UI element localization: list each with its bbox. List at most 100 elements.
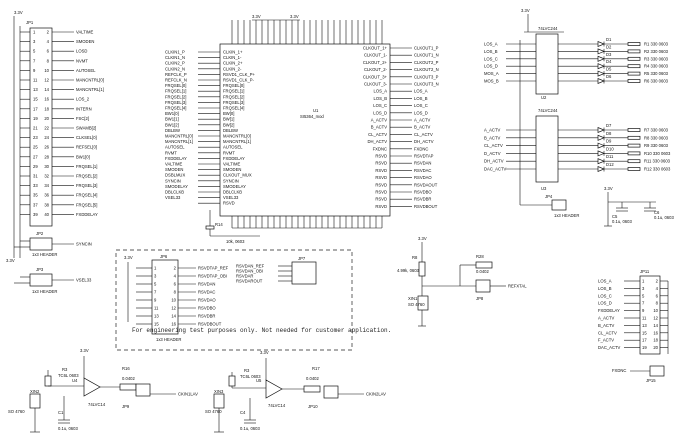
oscillator-3: 3.3V R3 TC6L 0603 XIN3 SO 4760 U5 74LVC1… <box>205 350 386 433</box>
u1-left-pin: FXDDELAY <box>223 156 245 161</box>
jp1-pin-odd: 19 <box>33 116 38 121</box>
svg-text:74LVC14: 74LVC14 <box>268 403 286 408</box>
u1-right-net: LOS_D <box>414 110 428 115</box>
ckin2lav-label: CKIN2LAV <box>366 392 386 397</box>
jp1-pin-odd: 37 <box>33 202 38 207</box>
jp1-signal: BW1[0] <box>76 154 90 159</box>
u1-right-net: RSVDBO <box>414 190 432 195</box>
u1-right-net: LOS_C <box>414 103 428 108</box>
jp11-pin-even: 20 <box>653 345 658 350</box>
resistor-icon <box>627 79 641 83</box>
jp1-pin-even: 20 <box>44 116 49 121</box>
jp1-pin-odd: 39 <box>33 212 38 217</box>
svg-text:0.1u, 0603: 0.1u, 0603 <box>58 426 78 431</box>
jp1-signal: LOSD <box>76 49 87 54</box>
jp1-ref: JP1 <box>26 20 34 25</box>
u1-left-pin: FRQSEL[0] <box>223 83 244 88</box>
u1-left-net: FRQSEL[3] <box>165 100 186 105</box>
led-ref: D12 <box>606 162 614 167</box>
u1-right-net: CL_ACTV <box>414 132 433 137</box>
u1-clock-input: CLKIN2_P <box>165 61 185 66</box>
led-icon <box>597 126 605 134</box>
led-ref: D9 <box>606 139 612 144</box>
resistor-icon <box>627 56 641 61</box>
u1-right-pin: CLKOUT_3+ <box>363 74 388 79</box>
led-ref: D2 <box>606 44 612 49</box>
u1-right-net: CLKOUT2_N <box>414 67 439 72</box>
jp11-pin-even: 18 <box>653 338 658 343</box>
u1-left-net: DBLBW <box>165 128 180 133</box>
u1-right-pin: B_ACTV <box>371 125 387 130</box>
jp1-signal: AUTOSEL <box>76 68 96 73</box>
jp1-pin-odd: 23 <box>33 135 38 140</box>
u1-left-pin: SMODELAY <box>223 184 246 189</box>
u1-left-pin: DBLCLKB <box>223 190 242 195</box>
jp1-signal: MANCNTRL[1] <box>76 87 104 92</box>
u1-left-net: FRQSEL[0] <box>165 83 186 88</box>
u1-clock-input: REFCLK_P <box>165 72 187 77</box>
resistor-label: R3 330 0603 <box>644 56 669 61</box>
svg-text:JP15: JP15 <box>646 378 656 383</box>
resistor-icon <box>627 167 641 171</box>
u1-right-pin: LOS_D <box>373 110 387 115</box>
u1-left-net: BW1[2] <box>165 122 179 127</box>
jp1-pin-odd: 17 <box>33 106 38 111</box>
u1-right-net: RSVDAN <box>414 161 431 166</box>
svg-text:R3: R3 <box>62 367 68 372</box>
resistor-label: R8 330 0603 <box>644 135 669 140</box>
svg-text:SO 4760: SO 4760 <box>8 409 25 414</box>
jp1-signal: FXDDELAY <box>76 212 98 217</box>
svg-text:0.0402: 0.0402 <box>476 269 489 274</box>
resistor-label: R12 330 0603 <box>644 167 671 172</box>
jp1-pin-odd: 11 <box>33 78 38 83</box>
jp1-pin-odd: 15 <box>33 97 38 102</box>
svg-text:JP3: JP3 <box>36 267 44 272</box>
u1-right-pin: LOS_B <box>373 96 387 101</box>
svg-text:JP11: JP11 <box>640 269 650 274</box>
jp1-pin-even: 32 <box>44 174 49 179</box>
u1-left-pin: RSVD1_CLK_P- <box>223 78 255 83</box>
u1-right-net: CLKOUT3_P <box>414 74 439 79</box>
svg-text:1x3 HEADER: 1x3 HEADER <box>32 289 57 294</box>
u1-body <box>219 43 391 217</box>
u1-part: SI5364_mod <box>300 114 324 119</box>
jp11-net: CL_ACTV <box>598 330 617 335</box>
resistor-icon <box>627 135 641 140</box>
svg-text:3.3V: 3.3V <box>418 236 427 241</box>
resistor-label: R5 330 0603 <box>644 71 669 76</box>
jp6-pin-even: 14 <box>171 314 176 319</box>
u1-right-pin: RSVD <box>375 182 387 187</box>
jp6-net: RSVDBO <box>198 306 216 311</box>
jp1-signal: CLKSEL[0] <box>76 135 97 140</box>
u1-left-net: SMODELAY <box>165 184 188 189</box>
oscillator-2: 3.3V R3 TC6L 0603 XIN2 SO 4760 U4 74LVC1… <box>8 348 198 433</box>
svg-text:TC6L 0603: TC6L 0603 <box>58 373 79 378</box>
jp6-pin-odd: 5 <box>154 282 157 287</box>
u1-right-pin: RSVD <box>375 204 387 209</box>
jp11-pin-even: 8 <box>656 301 659 306</box>
buffer-input: LOS_C <box>484 56 498 61</box>
jp1-pin-odd: 7 <box>33 58 36 63</box>
u1-left-pin: CLKIN_2+ <box>223 61 243 66</box>
u1-left-pin: CLKIN_1+ <box>223 50 243 55</box>
svg-text:XIN3: XIN3 <box>214 389 224 394</box>
resistor-label: R1 330 0603 <box>644 42 669 47</box>
u3-body <box>535 115 559 183</box>
jp11-pin-odd: 13 <box>642 323 647 328</box>
jp11-net: LOS_C <box>598 293 612 298</box>
jp11-pin-odd: 15 <box>642 330 647 335</box>
svg-text:3.3V: 3.3V <box>604 186 613 191</box>
u1-left-net: BW1[0] <box>165 111 179 116</box>
jp1-pin-odd: 35 <box>33 193 38 198</box>
jp1-pin-even: 8 <box>47 58 50 63</box>
power-33v-label: 3.3V <box>14 10 23 15</box>
u1-left-pin: CLKIN_1- <box>223 55 242 60</box>
jp1-signal: INTERN <box>76 106 92 111</box>
svg-text:74LVC244: 74LVC244 <box>538 108 558 113</box>
jp11-net: LOS_B <box>598 286 612 291</box>
svg-text:C5: C5 <box>612 214 618 219</box>
u1-left-pin: CLKOUT_MUX <box>223 173 252 178</box>
